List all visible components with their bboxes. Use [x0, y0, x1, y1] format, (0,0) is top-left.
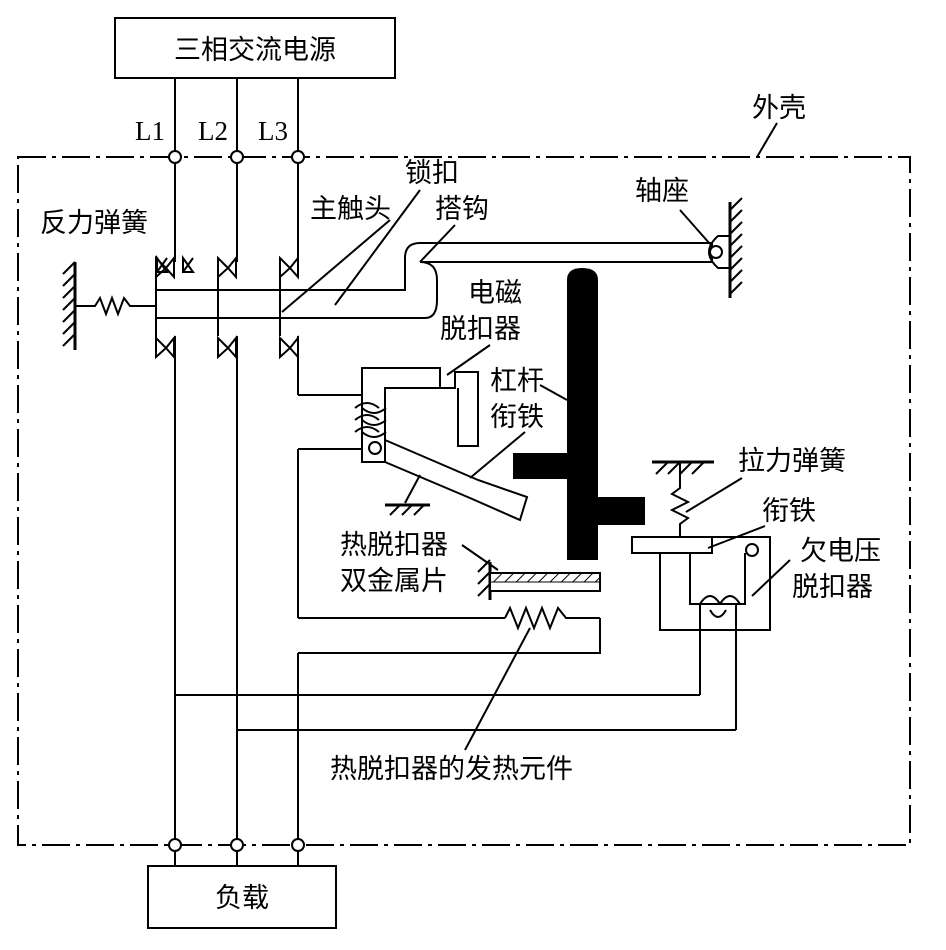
load-label: 负载: [215, 883, 269, 914]
heating-element: [298, 605, 601, 654]
enclosure-outline: [17, 156, 911, 846]
tension-spring-label: 拉力弹簧: [738, 446, 846, 477]
load-box: 负载: [147, 865, 337, 929]
phase-l3-label: L3: [258, 116, 288, 146]
undervoltage-label-2: 脱扣器: [792, 572, 873, 603]
reaction-spring-label: 反力弹簧: [40, 208, 148, 239]
phase-lines: [174, 78, 299, 866]
power-source-label: 三相交流电源: [174, 35, 336, 66]
lever-bar: [513, 268, 645, 560]
em-release-label-2: 脱扣器: [440, 314, 521, 345]
tension-spring: [652, 460, 714, 537]
main-contact-label: 主触头: [310, 194, 391, 225]
phase-l2-label: L2: [198, 116, 228, 146]
thermal-release-label-2: 双金属片: [340, 566, 448, 597]
enclosure-label: 外壳: [752, 93, 806, 124]
contact-glyphs: [155, 255, 299, 360]
pivot-seat: [708, 197, 743, 298]
hook-label: 搭钩: [435, 194, 489, 225]
armature-lever: [384, 439, 529, 522]
pivot-seat-label: 轴座: [635, 176, 689, 207]
undervoltage-label-1: 欠电压: [800, 536, 881, 567]
contact-drop-lines: [155, 277, 281, 338]
reaction-spring: [62, 261, 156, 350]
lever-label: 杠杆: [490, 366, 544, 397]
phase-l1-label: L1: [135, 116, 165, 146]
armature-label-1: 衔铁: [490, 402, 544, 433]
undervoltage-release: [631, 536, 771, 730]
em-release-label-1: 电磁: [468, 278, 522, 309]
terminals: [168, 150, 305, 852]
heating-element-label: 热脱扣器的发热元件: [330, 754, 573, 785]
power-source-box: 三相交流电源: [114, 17, 396, 79]
thermal-release-label-1: 热脱扣器: [340, 530, 448, 561]
undervoltage-wiring: [175, 694, 736, 731]
lock-catch-label: 锁扣: [405, 158, 459, 189]
thermal-bimetal: [477, 559, 601, 600]
electromagnetic-release: [298, 367, 479, 463]
armature-label-2: 衔铁: [762, 496, 816, 527]
lock-catch-bar: [155, 242, 712, 336]
